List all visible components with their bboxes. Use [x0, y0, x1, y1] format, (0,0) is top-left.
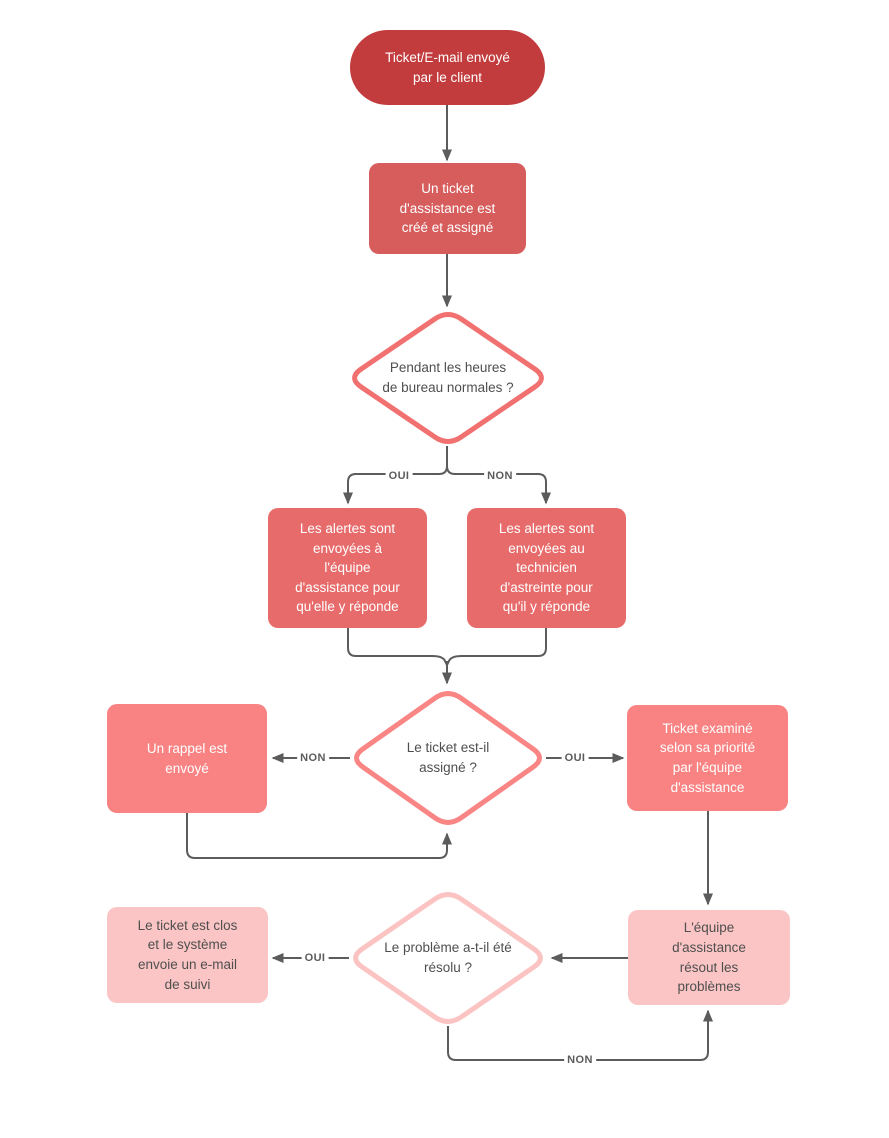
edge-label-assigned-oui: OUI: [561, 752, 589, 764]
connector-alert-team-to-merge: [347, 628, 448, 666]
decision-office-hours-label: Pendant les heures de bureau normales ?: [382, 359, 514, 395]
connector-alert-tech-to-merge: [446, 628, 547, 666]
node-ticket-reviewed-by-priority: Ticket examiné selon sa priorité par l'é…: [627, 705, 788, 811]
edge-label-resolved-non: NON: [564, 1054, 596, 1066]
node-ticket-created: Un ticket d'assistance est créé et assig…: [369, 163, 526, 254]
node-alerts-to-support-team: Les alertes sont envoyées à l'équipe d'a…: [268, 508, 427, 628]
node-reminder-sent: Un rappel est envoyé: [107, 704, 267, 813]
edge-label-assigned-non: NON: [297, 752, 329, 764]
edge-label-hours-non: NON: [484, 470, 516, 482]
connector-resolved-non-loop-to-resolve: [447, 1009, 713, 1061]
decision-office-hours-shape: [352, 312, 544, 444]
edge-label-hours-oui: OUI: [385, 470, 413, 482]
node-team-resolves-problems: L'équipe d'assistance résout les problèm…: [628, 910, 790, 1005]
node-ticket-closed-email-sent: Le ticket est clos et le système envoie …: [107, 907, 268, 1003]
decision-ticket-assigned-shape: [354, 691, 542, 825]
node-start-terminator: Ticket/E-mail envoyé par le client: [350, 30, 545, 105]
decision-problem-resolved-label: Le problème a-t-il été résolu ?: [384, 939, 512, 975]
decision-problem-resolved-shape: [353, 892, 543, 1024]
connector-reminder-loop-to-assigned: [186, 813, 452, 859]
edge-label-resolved-oui: OUI: [301, 952, 329, 964]
node-alerts-to-oncall-technician: Les alertes sont envoyées au technicien …: [467, 508, 626, 628]
decision-ticket-assigned-label: Le ticket est-il assigné ?: [406, 739, 490, 775]
